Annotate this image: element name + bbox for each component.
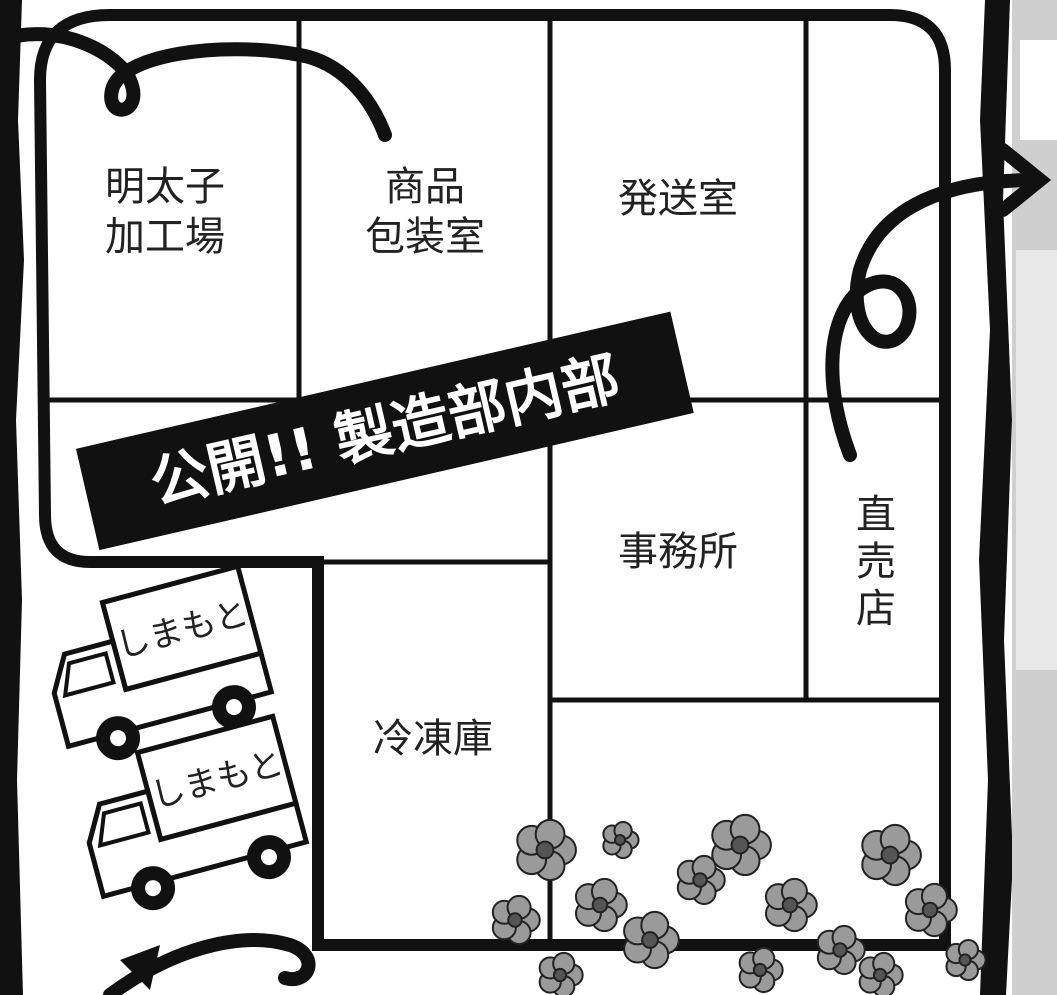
flower-icon	[491, 894, 541, 946]
left-border	[0, 0, 24, 995]
room-mentaiko-label-1: 明太子	[105, 164, 225, 210]
room-shop-label-1: 直	[856, 492, 896, 538]
flower-icon	[738, 946, 784, 994]
delivery-truck-icon: しまもと	[86, 713, 310, 911]
delivery-truck-icon: しまもと	[51, 563, 275, 761]
room-mentaiko-label-2: 加工場	[105, 214, 225, 260]
flower-icon	[676, 854, 726, 906]
flower-icon	[764, 877, 818, 933]
room-shop-label-2: 売	[856, 539, 896, 585]
room-shipping-label: 発送室	[618, 176, 738, 222]
flower-icon	[858, 951, 904, 995]
flower-icon	[711, 813, 772, 877]
route-arrowhead-bottom	[120, 945, 160, 990]
flower-icon	[538, 951, 584, 995]
route-arrow-icon	[0, 27, 1052, 995]
flower-icon	[904, 882, 958, 938]
room-shop-label-3: 店	[856, 586, 896, 632]
flower-icon	[816, 924, 866, 976]
room-packaging-label-1: 商品	[385, 164, 465, 210]
flower-icon	[516, 818, 577, 882]
flower-icon	[623, 910, 680, 970]
right-border	[979, 0, 1013, 995]
flower-icon	[861, 823, 922, 887]
room-packaging-label-2: 包装室	[365, 214, 485, 260]
flower-bed	[491, 813, 987, 995]
banner: 公開!! 製造部内部	[75, 311, 694, 551]
flower-icon	[945, 938, 987, 982]
room-office-label: 事務所	[618, 529, 738, 575]
flower-icon	[574, 877, 628, 933]
flower-icon	[602, 820, 640, 860]
room-freezer-label: 冷凍庫	[373, 716, 493, 762]
